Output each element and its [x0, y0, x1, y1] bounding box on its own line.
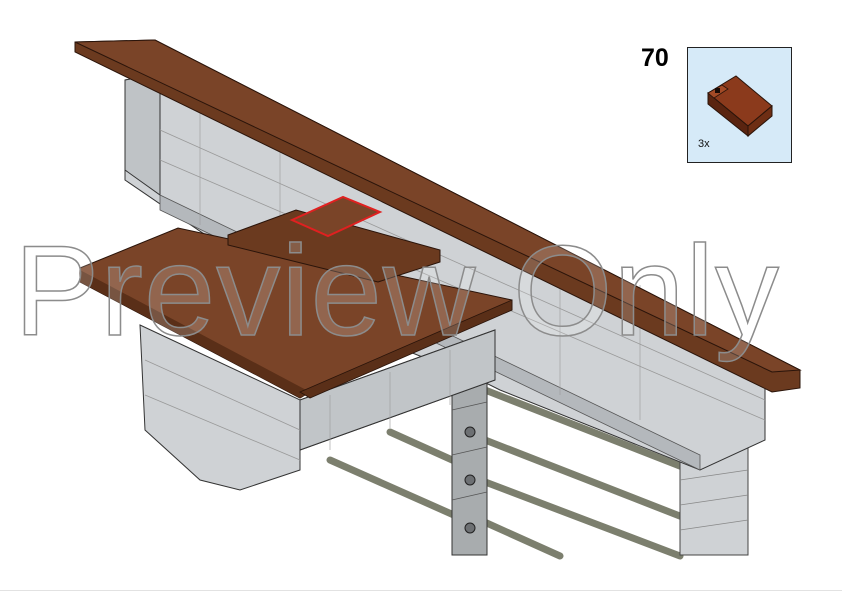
preview-watermark: Preview Only: [13, 220, 780, 363]
horizontal-rods: [326, 384, 694, 560]
new-part-highlight: [289, 195, 383, 238]
step-number: 70: [641, 44, 669, 72]
part-quantity: 3x: [698, 138, 710, 150]
grey-block: [139, 324, 496, 491]
footer-divider: [0, 590, 842, 591]
slope-brick-icon: [707, 75, 773, 138]
center-post: [451, 381, 488, 556]
parts-callout: 3x: [687, 47, 792, 163]
brown-deck: [79, 209, 513, 399]
brown-rail: [74, 39, 802, 393]
